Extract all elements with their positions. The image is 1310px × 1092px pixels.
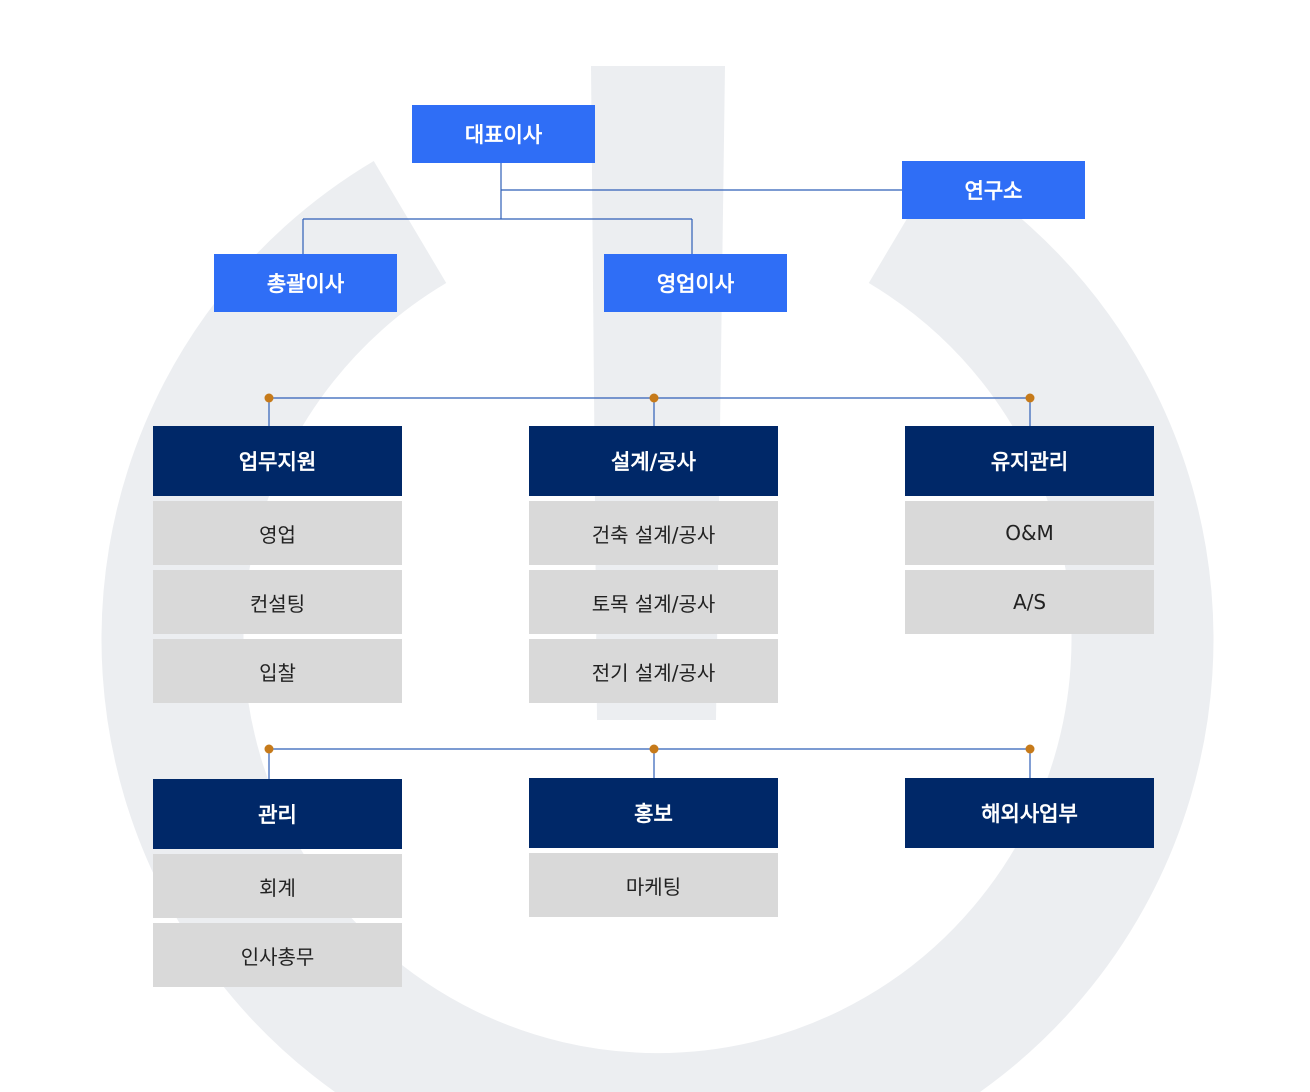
team-sales: 영업 bbox=[153, 501, 402, 565]
dept-maintenance: 유지관리 bbox=[905, 426, 1154, 496]
ceo-box: 대표이사 bbox=[412, 105, 595, 163]
team-electrical: 전기 설계/공사 bbox=[529, 639, 778, 703]
team-hr-general-affairs: 인사총무 bbox=[153, 923, 402, 987]
connector-dot bbox=[264, 393, 274, 403]
team-architecture: 건축 설계/공사 bbox=[529, 501, 778, 565]
team-bidding: 입찰 bbox=[153, 639, 402, 703]
team-consulting: 컨설팅 bbox=[153, 570, 402, 634]
connector-dot bbox=[649, 744, 659, 754]
dept-overseas-business: 해외사업부 bbox=[905, 778, 1154, 848]
dept-management: 관리 bbox=[153, 779, 402, 849]
dept-pr: 홍보 bbox=[529, 778, 778, 848]
general-director-box: 총괄이사 bbox=[214, 254, 397, 312]
research-lab-box: 연구소 bbox=[902, 161, 1085, 219]
team-as: A/S bbox=[905, 570, 1154, 634]
team-om: O&M bbox=[905, 501, 1154, 565]
connector-dot bbox=[1025, 744, 1035, 754]
connector-dot bbox=[1025, 393, 1035, 403]
team-accounting: 회계 bbox=[153, 854, 402, 918]
sales-director-box: 영업이사 bbox=[604, 254, 787, 312]
team-civil: 토목 설계/공사 bbox=[529, 570, 778, 634]
connector-dot bbox=[649, 393, 659, 403]
dept-design-construction: 설계/공사 bbox=[529, 426, 778, 496]
team-marketing: 마케팅 bbox=[529, 853, 778, 917]
dept-business-support: 업무지원 bbox=[153, 426, 402, 496]
connector-dot bbox=[264, 744, 274, 754]
